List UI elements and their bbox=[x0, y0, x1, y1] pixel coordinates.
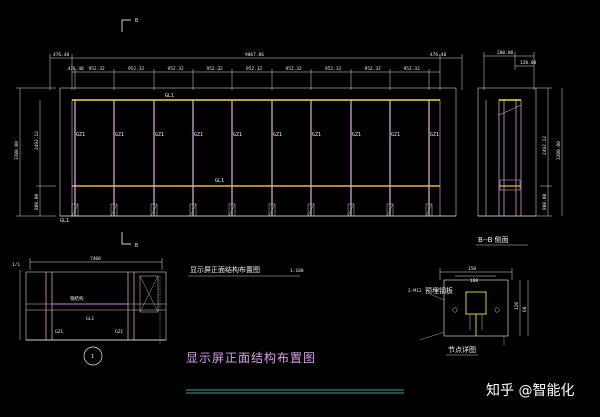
column-base-10 bbox=[425, 203, 433, 217]
detail1-left-label: 1/1 bbox=[12, 262, 20, 268]
side-dim-height: 3200.00 bbox=[556, 141, 562, 160]
side-dim-width: 200.00 bbox=[497, 50, 514, 56]
column-base-4 bbox=[189, 203, 197, 217]
column-base-8 bbox=[347, 203, 355, 217]
column-label-10: GZ1 bbox=[430, 132, 439, 138]
mid-note-text: 显示屏正面结构布置图 bbox=[190, 265, 260, 274]
front-dim-total: 9067.86 bbox=[245, 52, 264, 58]
sub-dim-10: 952.32 bbox=[404, 66, 421, 72]
column-label-1: GZ1 bbox=[76, 132, 85, 138]
sub-dim-5: 952.32 bbox=[207, 66, 224, 72]
sub-dim-1: 476.48 bbox=[68, 66, 85, 72]
node-label-right: 预埋钢板 bbox=[425, 286, 453, 295]
sub-dim-7: 952.32 bbox=[286, 66, 303, 72]
detail1-dim-top: 7400 bbox=[90, 256, 101, 262]
section-marker-bottom bbox=[121, 232, 131, 245]
node-dim-right2: 60 bbox=[522, 306, 528, 312]
section-marker-bottom-label: B bbox=[135, 243, 138, 249]
front-dim-height: 3200.00 bbox=[14, 141, 20, 160]
column-base-5 bbox=[228, 203, 236, 217]
column-base-1 bbox=[71, 203, 79, 217]
node-dim-sub: 100 bbox=[470, 278, 478, 284]
detail1-note-2: GL1 bbox=[86, 316, 94, 322]
side-dim-upper: 2492.12 bbox=[542, 136, 548, 155]
sub-dim-9: 952.32 bbox=[365, 66, 382, 72]
column-base-3 bbox=[150, 203, 158, 217]
section-marker-top-label: B bbox=[135, 18, 138, 24]
node-bottom-label: 节点详图 bbox=[448, 345, 476, 354]
side-dim-depth: 120.00 bbox=[520, 60, 537, 66]
detail1-note-1: GZ1 bbox=[55, 329, 63, 335]
column-base-2 bbox=[110, 203, 118, 217]
column-label-5: GZ1 bbox=[233, 132, 242, 138]
mid-note-scale: 1:100 bbox=[290, 268, 304, 274]
beam-label-top: GL1 bbox=[165, 93, 174, 99]
detail1-note-4: 钢结构 bbox=[70, 295, 84, 302]
detail-1: 7400 1/1 bbox=[12, 256, 167, 366]
node-dim-top: 150 bbox=[468, 266, 476, 272]
main-title: 显示屏正面结构布置图 bbox=[186, 350, 316, 365]
column-label-3: GZ1 bbox=[155, 132, 164, 138]
detail1-circle-label: 1 bbox=[91, 354, 94, 360]
section-marker-top bbox=[121, 19, 131, 32]
front-dim-lower: 800.00 bbox=[34, 193, 40, 210]
sub-dim-3: 952.32 bbox=[128, 66, 145, 72]
column-base-9 bbox=[386, 203, 394, 217]
column-label-6: GZ1 bbox=[273, 132, 282, 138]
column-label-4: GZ1 bbox=[194, 132, 203, 138]
front-elevation: 476.48 9067.86 476.48 476.48 952.32 952.32… bbox=[14, 52, 463, 224]
side-section-label: B--B 侧面 bbox=[478, 235, 509, 244]
front-dim-left: 476.48 bbox=[53, 52, 70, 58]
detail1-circle bbox=[83, 346, 103, 366]
sub-dim-2: 952.32 bbox=[89, 66, 106, 72]
side-section: 200.00 120.00 3200.00 2492.12 800.00 bbox=[477, 50, 563, 217]
sub-dim-4: 952.32 bbox=[168, 66, 185, 72]
beam-label-middle: GL1 bbox=[215, 178, 224, 184]
watermark: 知乎 @智能化 bbox=[486, 382, 574, 399]
column-base-7 bbox=[307, 203, 315, 217]
sub-dim-8: 952.32 bbox=[325, 66, 342, 72]
beam-label-bottom: GL1 bbox=[60, 218, 69, 224]
column-label-8: GZ1 bbox=[352, 132, 361, 138]
front-inner-frame bbox=[71, 99, 441, 217]
detail1-note-3: GZ1 bbox=[115, 329, 123, 335]
column-label-2: GZ1 bbox=[115, 132, 124, 138]
front-dim-right: 476.48 bbox=[430, 52, 447, 58]
front-outer-frame bbox=[59, 87, 457, 217]
node-dim-right: 120 bbox=[514, 302, 520, 310]
sub-dim-6: 952.32 bbox=[246, 66, 263, 72]
front-dim-upper: 2492.12 bbox=[34, 131, 40, 150]
column-label-7: GZ1 bbox=[312, 132, 321, 138]
column-base-6 bbox=[268, 203, 276, 217]
node-detail: 150 100 120 60 bbox=[419, 266, 529, 346]
column-label-9: GZ1 bbox=[391, 132, 400, 138]
node-label-left: 2-M12 bbox=[408, 288, 422, 294]
side-dim-lower: 800.00 bbox=[542, 193, 548, 210]
